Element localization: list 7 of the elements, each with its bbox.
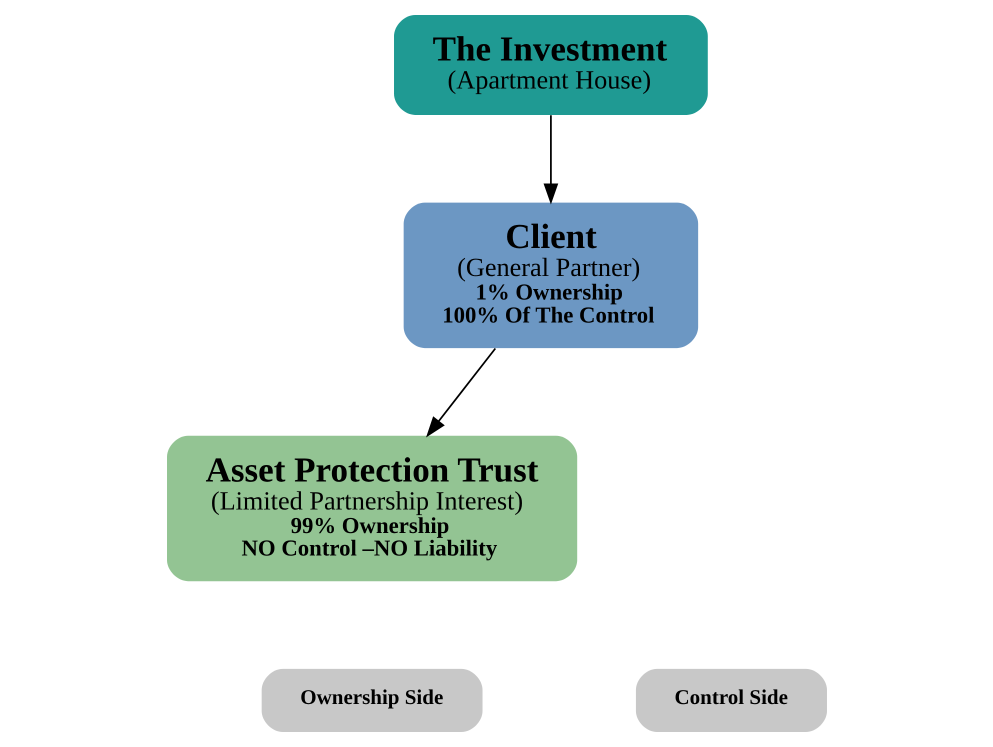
node-box: Client (General Partner) 1% Ownership 100% Of The Control	[403, 202, 698, 348]
node-box: Ownership Side	[261, 668, 482, 732]
arrow	[426, 348, 496, 438]
node-box: Control Side	[635, 668, 826, 732]
node-box: Asset Protection Trust (Limited Partnership Interest) 99% Ownership NO Control –NO Liability	[166, 436, 577, 582]
arrow	[543, 115, 558, 205]
node-box: The Investment (Apartment House)	[394, 15, 708, 115]
